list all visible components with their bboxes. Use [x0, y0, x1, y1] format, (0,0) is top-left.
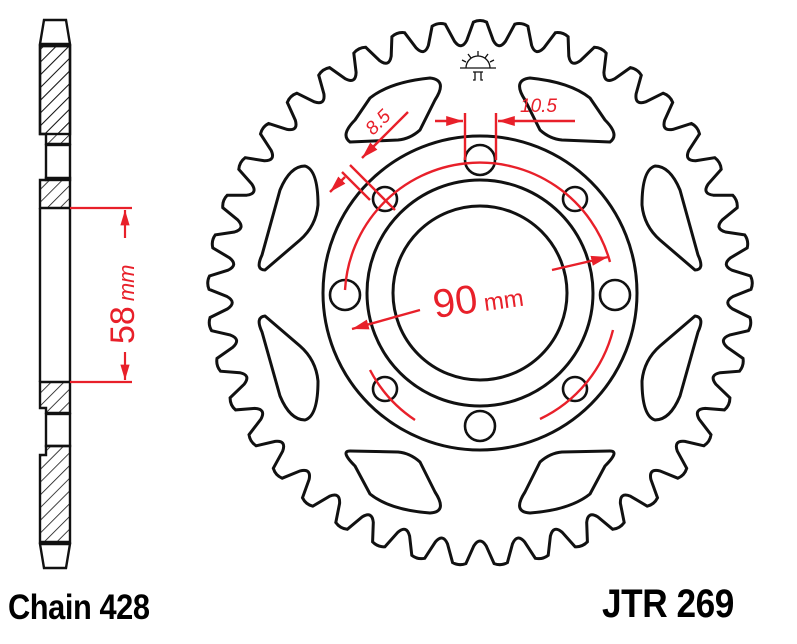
side-profile: [38, 18, 72, 570]
sprocket-outline: [206, 19, 754, 567]
jt-logo-icon: [460, 51, 496, 81]
bolt-circle-dimension: [329, 111, 615, 421]
bore-dimension-label: 58mm: [104, 265, 142, 344]
chain-size-label: Chain 428: [8, 588, 150, 627]
lightening-slots: [257, 76, 703, 515]
bolt-circle-label: 90mm: [430, 271, 526, 327]
part-number-label: JTR 269: [602, 582, 734, 626]
bore-dimension: [70, 206, 132, 384]
bolt-hole-label: 8.5: [362, 106, 396, 140]
spacing-label: 10.5: [520, 96, 557, 117]
